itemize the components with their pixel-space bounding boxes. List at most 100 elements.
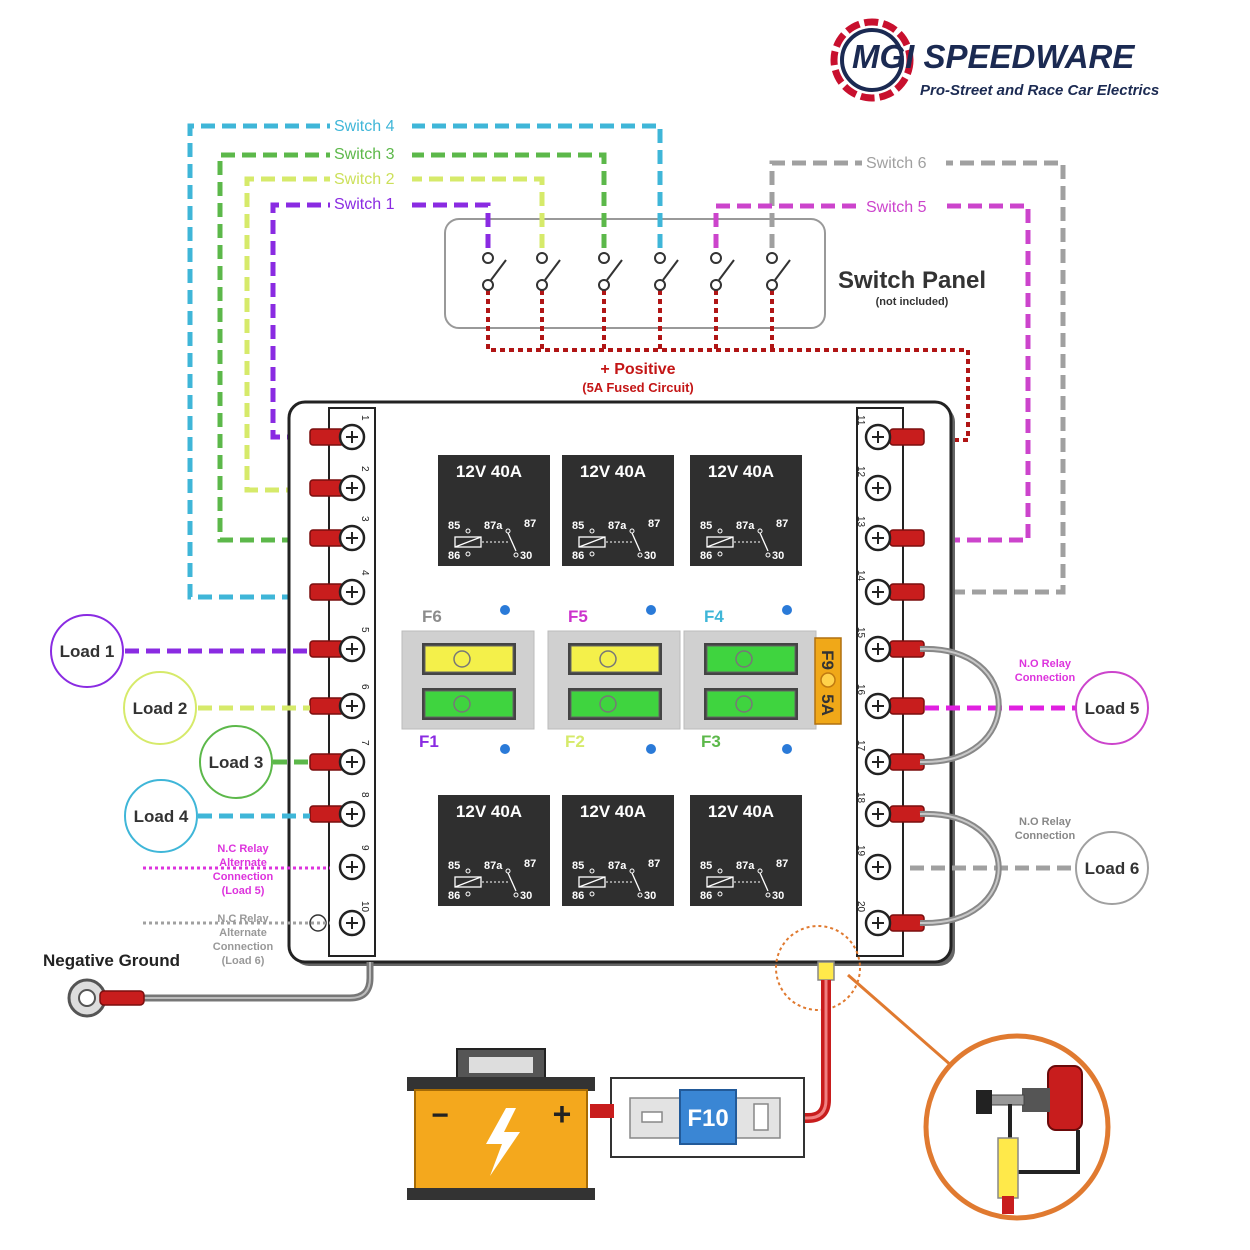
terminal-2[interactable]: 2: [309, 466, 370, 502]
terminal-18[interactable]: 18: [855, 792, 925, 828]
terminal-19[interactable]: 19: [855, 845, 892, 881]
pin-30-label: 30: [644, 890, 656, 902]
switch-2-label: Switch 2: [334, 171, 395, 188]
switch-6-wire: [769, 160, 1066, 595]
terminal-6[interactable]: 6: [309, 684, 370, 720]
terminal-10[interactable]: 10: [309, 901, 370, 937]
switch-6-label: Switch 6: [866, 155, 927, 172]
terminal-9[interactable]: 9: [338, 845, 370, 881]
load-wires: [125, 648, 1076, 871]
load-5: Load 5: [1075, 671, 1149, 745]
load-4: Load 4: [124, 779, 198, 853]
switch-1-wire: [270, 202, 491, 440]
terminal-7[interactable]: 7: [309, 740, 370, 776]
switch-wires: [187, 123, 1066, 600]
terminal-4[interactable]: 4: [309, 570, 370, 606]
terminal-13[interactable]: 13: [855, 516, 925, 552]
terminal-number: 11: [855, 415, 866, 426]
led-indicator: [646, 605, 656, 615]
pin-85-label: 85: [572, 520, 584, 532]
switch-2-symbol: [536, 252, 561, 291]
switch-5-label: Switch 5: [866, 199, 927, 216]
switch-symbols: [482, 252, 791, 291]
terminal-3[interactable]: 3: [309, 516, 370, 552]
load-6: Load 6: [1075, 831, 1149, 905]
load-1: Load 1: [50, 614, 124, 688]
terminal-11[interactable]: 11: [855, 415, 925, 451]
pin-85-label: 85: [448, 860, 460, 872]
brand-logo: MGI SPEEDWARE Pro-Street and Race Car El…: [830, 18, 1159, 102]
pin-30-label: 30: [772, 550, 784, 562]
terminal-15[interactable]: 15: [855, 627, 925, 663]
switch-1-symbol: [482, 252, 507, 291]
led-indicator: [500, 605, 510, 615]
pin-87-label: 87: [648, 518, 660, 530]
pin-87a-label: 87a: [736, 520, 755, 532]
battery: − +: [407, 1048, 595, 1200]
relay-rating: 12V 40A: [580, 462, 646, 481]
terminal-number: 19: [855, 845, 866, 857]
switch-3-symbol: [598, 252, 623, 291]
pin-87-label: 87: [776, 858, 788, 870]
terminal-number: 4: [359, 570, 370, 576]
no-relay-jumpers-hl: [919, 647, 1000, 925]
pin-86-label: 86: [448, 890, 460, 902]
fuse-f9: F9 5A: [814, 637, 842, 725]
load-2: Load 2: [123, 671, 197, 745]
pin-85-label: 85: [700, 860, 712, 872]
pin-87a-label: 87a: [736, 860, 755, 872]
terminal-14[interactable]: 14: [855, 570, 925, 606]
terminal-number: 16: [855, 684, 866, 696]
terminal-5[interactable]: 5: [309, 627, 370, 663]
battery-plus: +: [553, 1096, 572, 1132]
pin-87a-label: 87a: [484, 520, 503, 532]
lightning-icon: [486, 1108, 520, 1176]
fuse-label-f2: F2: [565, 732, 585, 751]
switch-1-label: Switch 1: [334, 196, 395, 213]
ground-ring-terminal: [67, 978, 145, 1018]
switch-5-symbol: [710, 252, 735, 291]
pin-87a-label: 87a: [484, 860, 503, 872]
load-label: Load 1: [60, 642, 115, 661]
relay-rating: 12V 40A: [580, 802, 646, 821]
terminal-number: 6: [359, 684, 370, 690]
battery-lead: [590, 1104, 614, 1118]
terminal-1[interactable]: 1: [309, 415, 370, 451]
pin-87a-label: 87a: [608, 520, 627, 532]
switch-2-wire: [244, 176, 545, 493]
terminal-20[interactable]: 20: [855, 901, 925, 937]
terminal-number: 17: [855, 740, 866, 752]
terminal-number: 8: [359, 792, 370, 798]
terminal-8[interactable]: 8: [309, 792, 370, 828]
switch-panel-box: [444, 218, 826, 329]
switch-3-wire: [217, 152, 607, 543]
relay-rating: 12V 40A: [708, 462, 774, 481]
fuse-f9-label: F9: [818, 650, 837, 670]
logo-ring: [830, 18, 914, 102]
switch-4-symbol: [654, 252, 679, 291]
pin-85-label: 85: [700, 520, 712, 532]
terminal-16[interactable]: 16: [855, 684, 925, 720]
load-label: Load 6: [1085, 859, 1140, 878]
pin-85-label: 85: [572, 860, 584, 872]
pin-85-label: 85: [448, 520, 460, 532]
positive-label: + Positive: [600, 361, 675, 378]
load-label: Load 4: [134, 807, 189, 826]
led-indicator: [500, 744, 510, 754]
load-3: Load 3: [199, 725, 273, 799]
pin-30-label: 30: [644, 550, 656, 562]
terminal-12[interactable]: 12: [855, 466, 892, 502]
led-indicator: [782, 744, 792, 754]
fuse-f10: F10: [610, 1077, 805, 1158]
relay-rating: 12V 40A: [456, 802, 522, 821]
switch-panel-note: (not included): [876, 296, 949, 308]
